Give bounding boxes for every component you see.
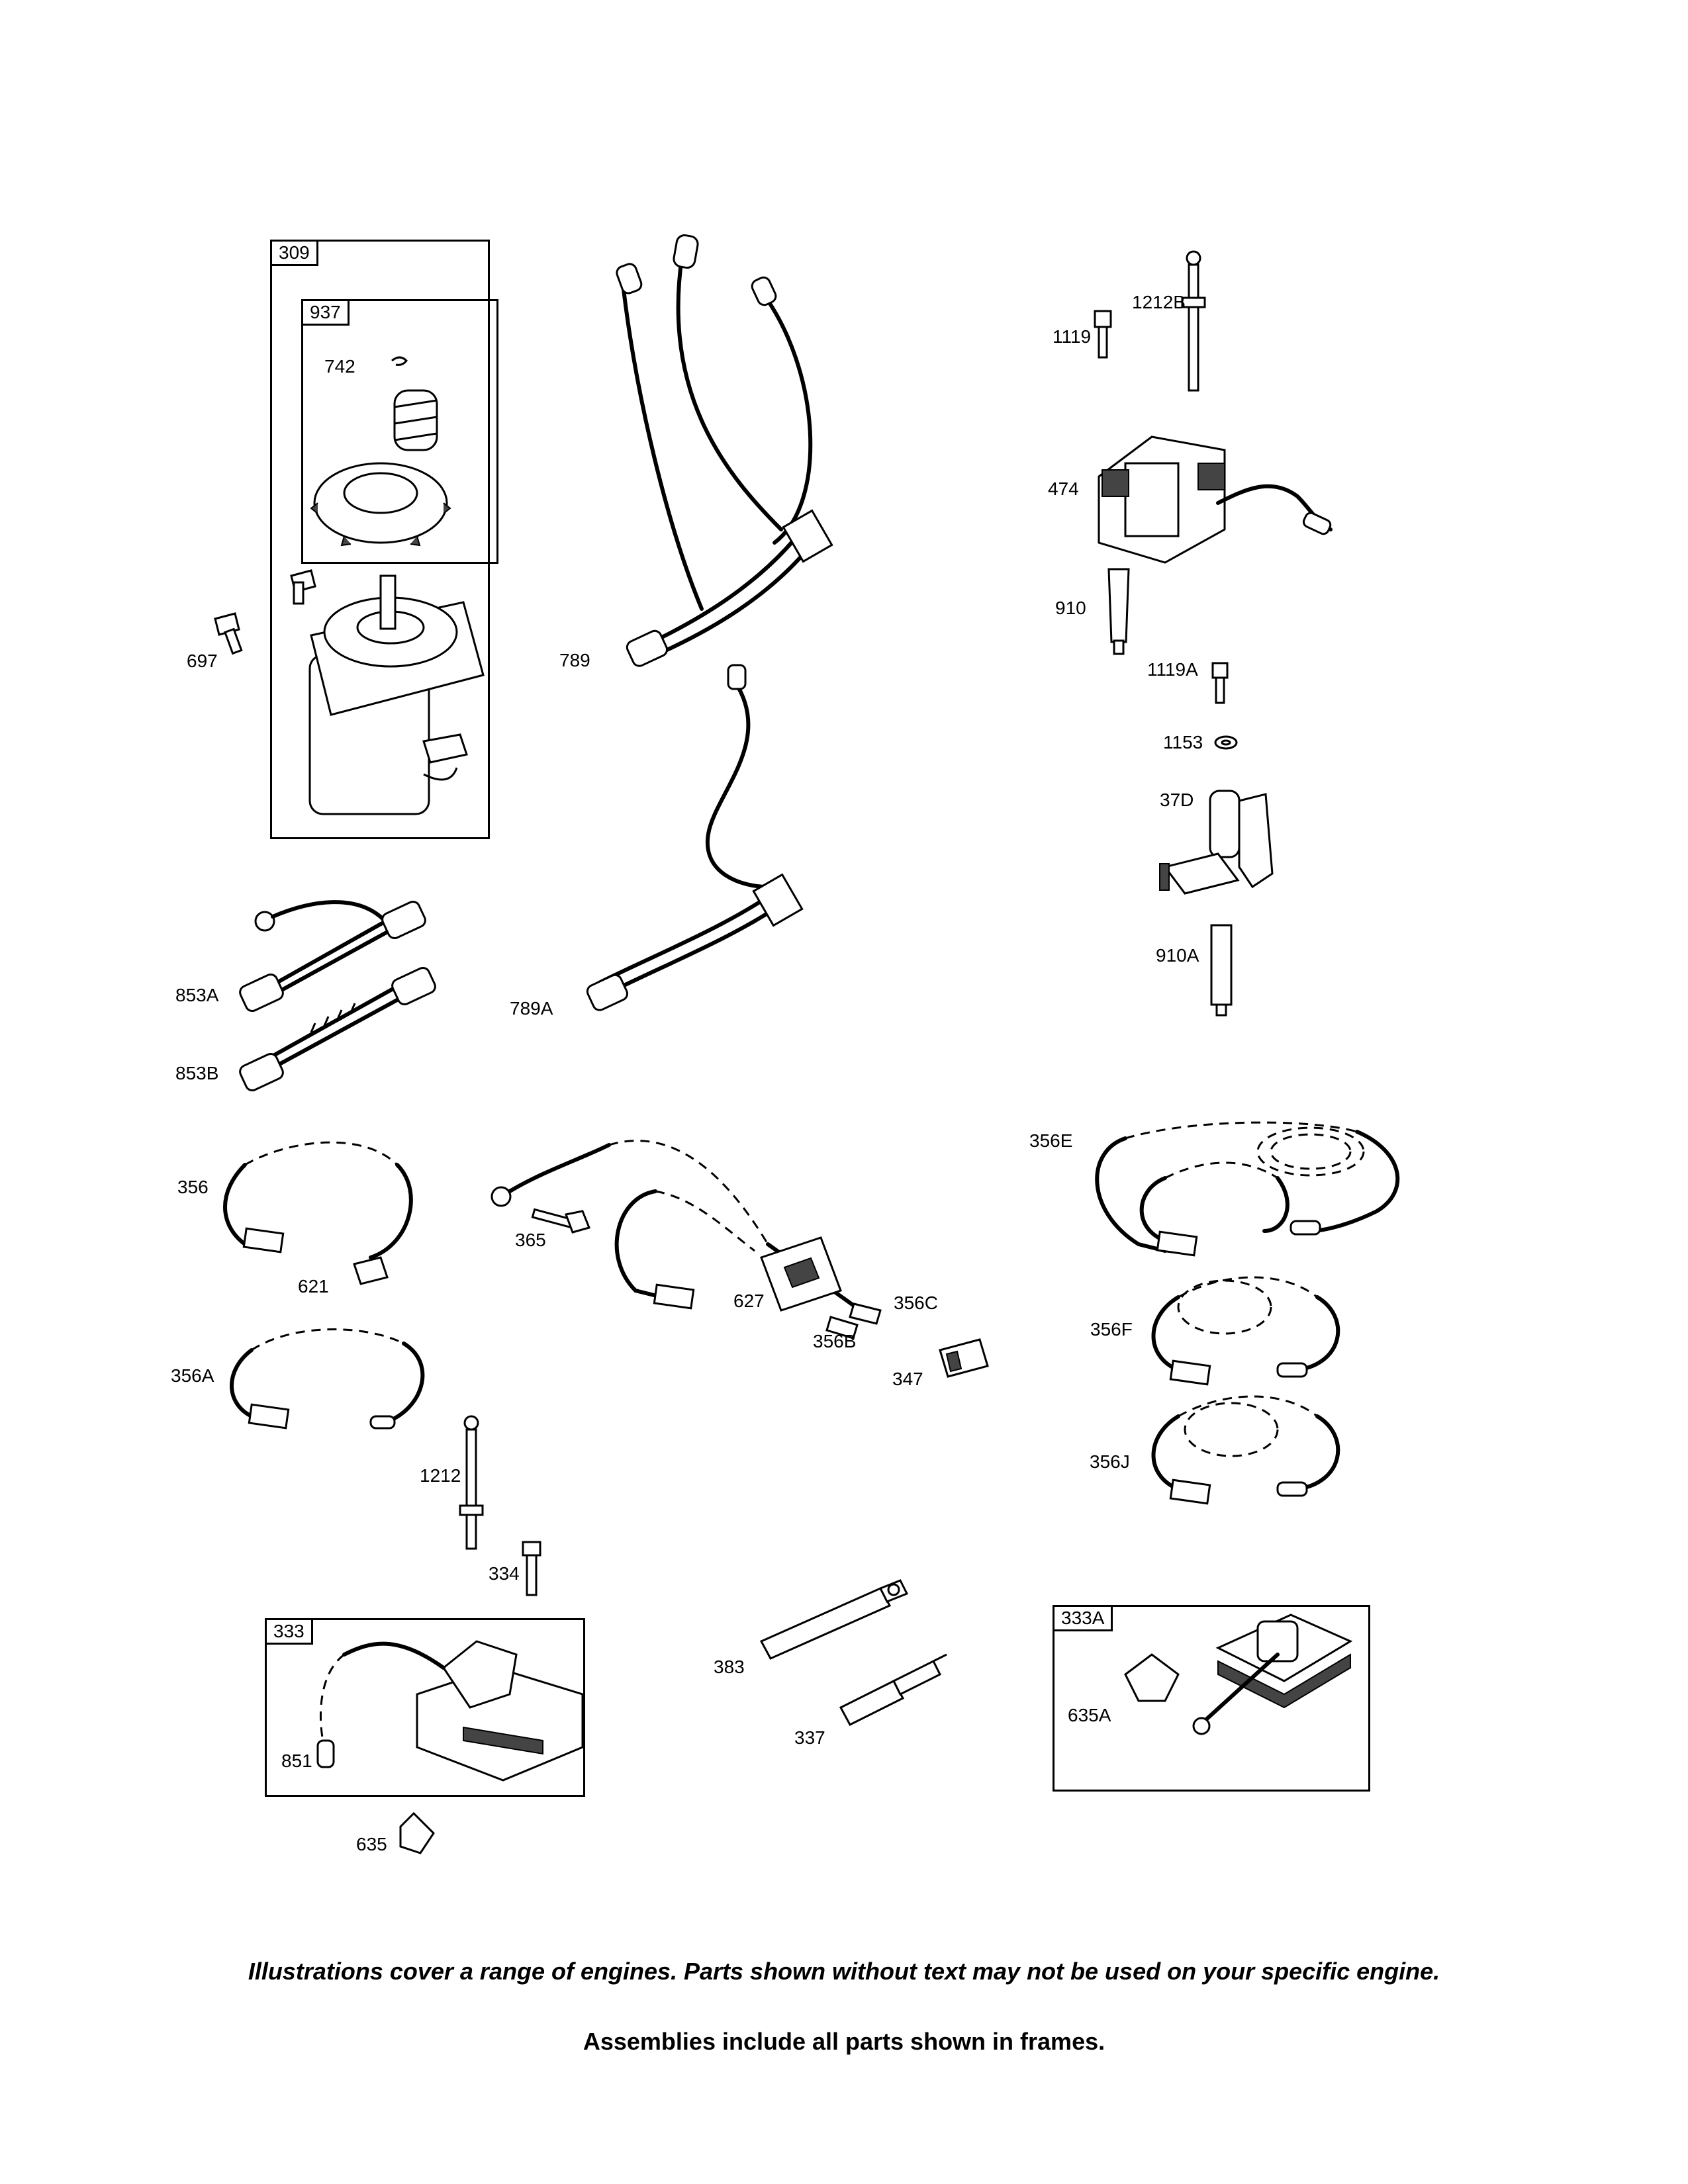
frame-937: 937 [301,299,498,564]
label-1153: 1153 [1163,732,1203,752]
gear-assembly-937 [310,356,451,547]
terminals-356b-356c [825,1302,882,1340]
bolt-697 [214,612,243,655]
label-910a: 910A [1156,945,1199,966]
label-1119: 1119 [1053,326,1092,347]
spacer-910 [1107,568,1130,655]
label-853b: 853B [175,1063,219,1083]
label-337: 337 [794,1727,825,1748]
stud-1212b [1181,250,1206,392]
spark-plug-337 [839,1653,947,1726]
wire-356f [1151,1276,1340,1386]
wire-356j [1151,1395,1340,1505]
label-365: 365 [515,1230,546,1250]
armature-333 [316,1640,584,1782]
label-789a: 789A [510,998,553,1019]
wiring-harness-789a [586,664,804,1011]
label-356f: 356F [1090,1319,1133,1340]
starter-motor [290,569,485,815]
wire-356e [1095,1121,1400,1257]
frame-tag-333a: 333A [1053,1605,1113,1631]
label-334: 334 [489,1563,520,1584]
frame-tag-937: 937 [301,299,350,326]
spacer-910a [1210,924,1233,1017]
label-356: 356 [177,1177,209,1197]
label-635a: 635A [1068,1705,1111,1725]
coverage-note: Illustrations cover a range of engines. … [248,1958,1440,1985]
armature-333a [1192,1614,1353,1735]
label-356a: 356A [171,1365,214,1386]
label-356j: 356J [1090,1451,1130,1472]
label-853a: 853A [175,985,219,1005]
wire-853b [239,966,436,1092]
label-742: 742 [324,356,355,377]
washer-1153 [1214,735,1238,750]
assemblies-note: Assemblies include all parts shown in fr… [583,2028,1105,2055]
label-356c: 356C [894,1293,938,1313]
label-697: 697 [187,651,218,671]
label-627: 627 [733,1291,765,1311]
label-789: 789 [559,650,590,670]
label-356b: 356B [813,1331,857,1351]
switch-347 [939,1338,989,1378]
label-37d: 37D [1160,790,1194,810]
wiring-harness-789 [616,234,833,667]
label-910: 910 [1055,598,1086,618]
bracket-37d [1159,790,1274,895]
ground-wire-assembly [491,1140,863,1312]
wire-356a [230,1328,425,1430]
bolt-334 [522,1541,541,1596]
screw-365 [531,1208,591,1234]
frame-333: 333 [265,1618,585,1797]
label-1212: 1212 [420,1465,461,1486]
boot-635 [399,1811,435,1854]
boot-635a [1124,1653,1180,1702]
frame-309: 309 [270,240,490,839]
frame-333a: 333A [1053,1605,1370,1792]
label-383: 383 [714,1657,745,1677]
label-474: 474 [1048,478,1079,499]
tool-383 [759,1579,909,1660]
label-635: 635 [356,1834,387,1854]
wire-853a [239,900,426,1013]
plate-627 [760,1236,842,1312]
frame-tag-333: 333 [265,1618,313,1645]
label-347: 347 [892,1369,923,1389]
label-621: 621 [298,1276,329,1297]
label-356e: 356E [1029,1130,1073,1151]
label-1212b: 1212B [1132,292,1186,312]
stud-1212 [459,1415,484,1550]
clip-621 [353,1256,389,1285]
label-851: 851 [281,1751,312,1771]
armature-474 [1098,435,1333,564]
screw-1119 [1094,310,1112,359]
wire-356 [223,1141,413,1259]
frame-tag-309: 309 [270,240,318,266]
label-1119a: 1119A [1147,659,1198,680]
screw-1119a [1211,662,1229,704]
